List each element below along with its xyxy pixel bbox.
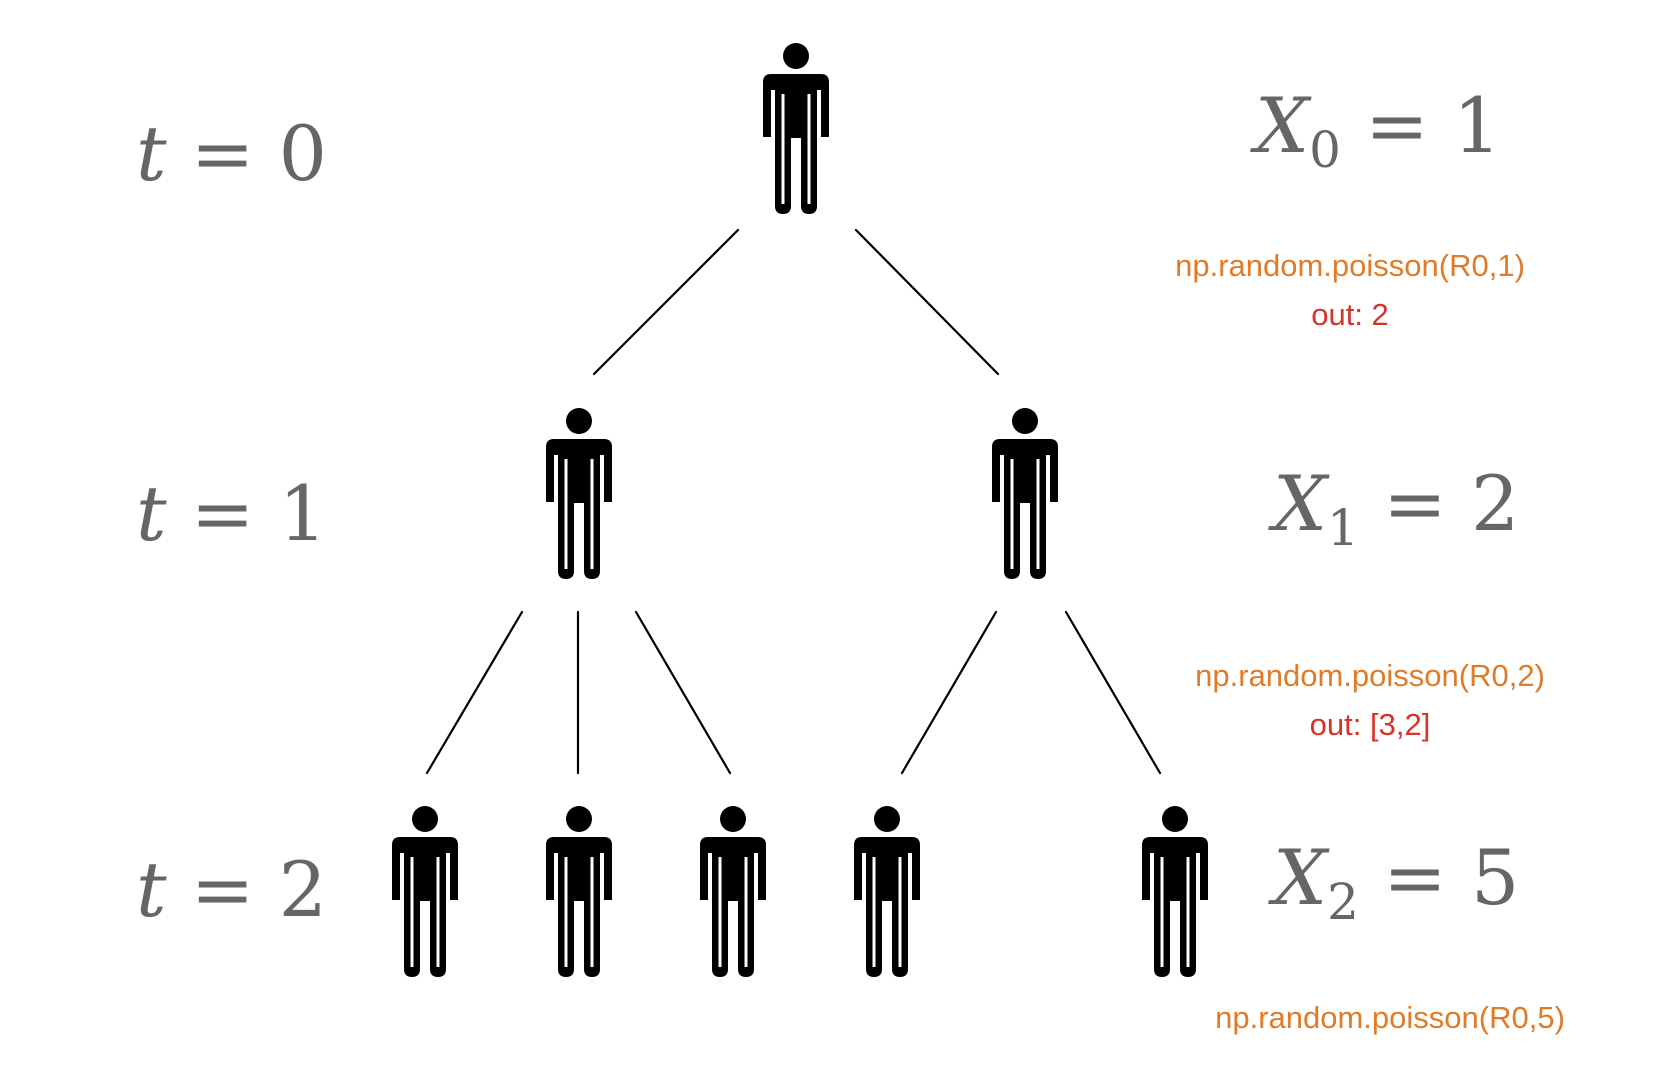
edge-left-to-child-3	[634, 610, 732, 775]
annotation-gen-1: np.random.poisson(R0,2) out: [3,2]	[1160, 660, 1580, 740]
person-icon	[544, 804, 614, 979]
person-icon	[698, 804, 768, 979]
person-icon	[1140, 804, 1210, 979]
annotation-gen-2: np.random.poisson(R0,5)	[1180, 1002, 1600, 1033]
edge-left-to-child-1	[425, 610, 524, 775]
count-label-x1: X1 = 2	[1273, 459, 1520, 557]
person-icon	[761, 41, 831, 216]
edge-right-to-child-5	[1064, 610, 1162, 775]
edge-right-to-child-4	[900, 610, 998, 775]
person-icon	[852, 804, 922, 979]
poisson-call-text: np.random.poisson(R0,2)	[1195, 658, 1545, 693]
person-icon	[544, 406, 614, 581]
person-icon	[390, 804, 460, 979]
person-icon	[990, 406, 1060, 581]
time-label-t0: t = 0	[136, 109, 327, 198]
annotation-gen-0: np.random.poisson(R0,1) out: 2	[1140, 250, 1560, 330]
poisson-call-text: np.random.poisson(R0,5)	[1215, 1000, 1565, 1035]
tree-edges	[425, 228, 1162, 775]
poisson-output-text: out: 2	[1311, 297, 1389, 332]
edge-root-to-left	[592, 228, 740, 376]
count-label-x0: X0 = 1	[1255, 81, 1502, 179]
edge-root-to-right	[854, 228, 1000, 376]
time-label-t1: t = 1	[136, 469, 327, 558]
time-label-t2: t = 2	[136, 845, 327, 934]
poisson-call-text: np.random.poisson(R0,1)	[1175, 248, 1525, 283]
poisson-output-text: out: [3,2]	[1309, 707, 1431, 742]
tree-nodes	[390, 41, 1210, 979]
count-label-x2: X2 = 5	[1273, 833, 1520, 931]
